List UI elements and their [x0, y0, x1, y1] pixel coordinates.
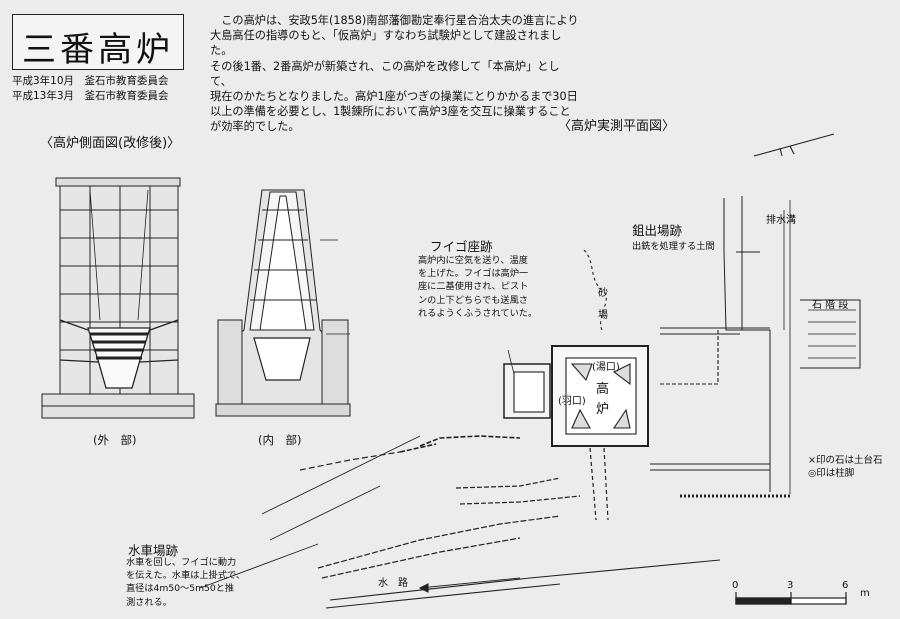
drain-label: 排水溝 [766, 215, 796, 226]
fuigo-title: フイゴ座跡 [430, 239, 493, 254]
scale-6: 6 [842, 580, 849, 591]
exterior-label: (外 部) [93, 433, 137, 447]
page-title: 三番高炉 [22, 30, 174, 70]
date-line: 平成3年10月 釜石市教育委員会 [12, 75, 169, 87]
title-box: 三番高炉 [12, 14, 184, 70]
water-line: 測される。 [126, 596, 172, 608]
sand-field-label-2: 場 [598, 310, 608, 321]
tapping-title: 鉏出場跡 [632, 223, 683, 238]
furnace-label-1: 高 [596, 382, 610, 397]
stairs-label: 石 階 段 [812, 300, 849, 311]
water-line: 直径は4m50～5m50と推 [126, 583, 235, 595]
scale-0: 0 [732, 580, 739, 591]
sand-field-label-1: 砂 [598, 288, 608, 299]
scale-bar [735, 592, 847, 605]
furnace-label-2: 炉 [596, 402, 610, 417]
plan-view-header: 〈高炉実測平面図〉 [558, 119, 676, 134]
intro-line: その後1番、2番高炉が新築され、この高炉を改修して「本高炉」として、 [210, 59, 560, 88]
fuigo-body: 高炉内に空気を送り、温度 を上げた。フイゴは高炉一 座に二基使用され、ピスト ン… [418, 254, 537, 320]
furnace-tap-label: (湯口) [592, 362, 620, 373]
fuigo-line: 座に二基使用され、ピスト [418, 281, 529, 293]
plan-drawing [199, 133, 861, 609]
legend-line: ◎印は柱脚 [808, 468, 855, 480]
tapping-body: 出銑を処理する土間 [632, 241, 715, 252]
fuigo-line: を上げた。フイゴは高炉一 [418, 268, 529, 280]
interior-furnace-drawing [215, 189, 351, 417]
side-view-header: 〈高炉側面図(改修後)〉 [40, 136, 181, 151]
legend: ×印の石は土台石 ◎印は柱脚 [808, 454, 882, 480]
exterior-furnace-drawing [41, 177, 195, 419]
water-wheel-body: 水車を回し、フイゴに動力 を伝えた。水車は上掛式で、 直径は4m50～5m50と… [126, 556, 245, 609]
fuigo-line: 高炉内に空気を送り、温度 [418, 255, 528, 266]
interior-label: (内 部) [258, 433, 302, 447]
intro-line: が効率的でした。 [210, 120, 300, 134]
intro-text: この高炉は、安政5年(1858)南部藩御勘定奉行星合治太夫の進言により 大島高任… [210, 13, 580, 135]
date-line: 平成13年3月 釜石市教育委員会 [12, 90, 169, 102]
legend-line: ×印の石は土台石 [808, 455, 883, 466]
intro-line: 以上の準備を必要とし、1製錬所において高炉3座を交互に操業すること [210, 105, 571, 119]
fuigo-line: れるようくふうされていた。 [418, 307, 538, 319]
water-line: を伝えた。水車は上掛式で、 [126, 570, 246, 582]
channel-label: 水 路 [378, 578, 408, 589]
water-line: 水車を回し、フイゴに動力 [126, 557, 237, 568]
dates-block: 平成3年10月 釜石市教育委員会 平成13年3月 釜石市教育委員会 [12, 74, 169, 104]
scale-unit: m [860, 588, 870, 599]
intro-line: この高炉は、安政5年(1858)南部藩御勘定奉行星合治太夫の進言により [210, 14, 579, 27]
water-wheel-title: 水車場跡 [128, 543, 179, 558]
scale-3: 3 [787, 580, 794, 591]
intro-line: 大島高任の指導のもと、「仮高炉」すなわち試験炉として建設されました。 [210, 29, 562, 58]
intro-line: 現在のかたちとなりました。高炉1座がつぎの操業にとりかかるまで30日 [210, 90, 578, 104]
tuyere-label: (羽口) [558, 396, 586, 407]
fuigo-line: ンの上下どちらでも送風さ [418, 294, 528, 306]
